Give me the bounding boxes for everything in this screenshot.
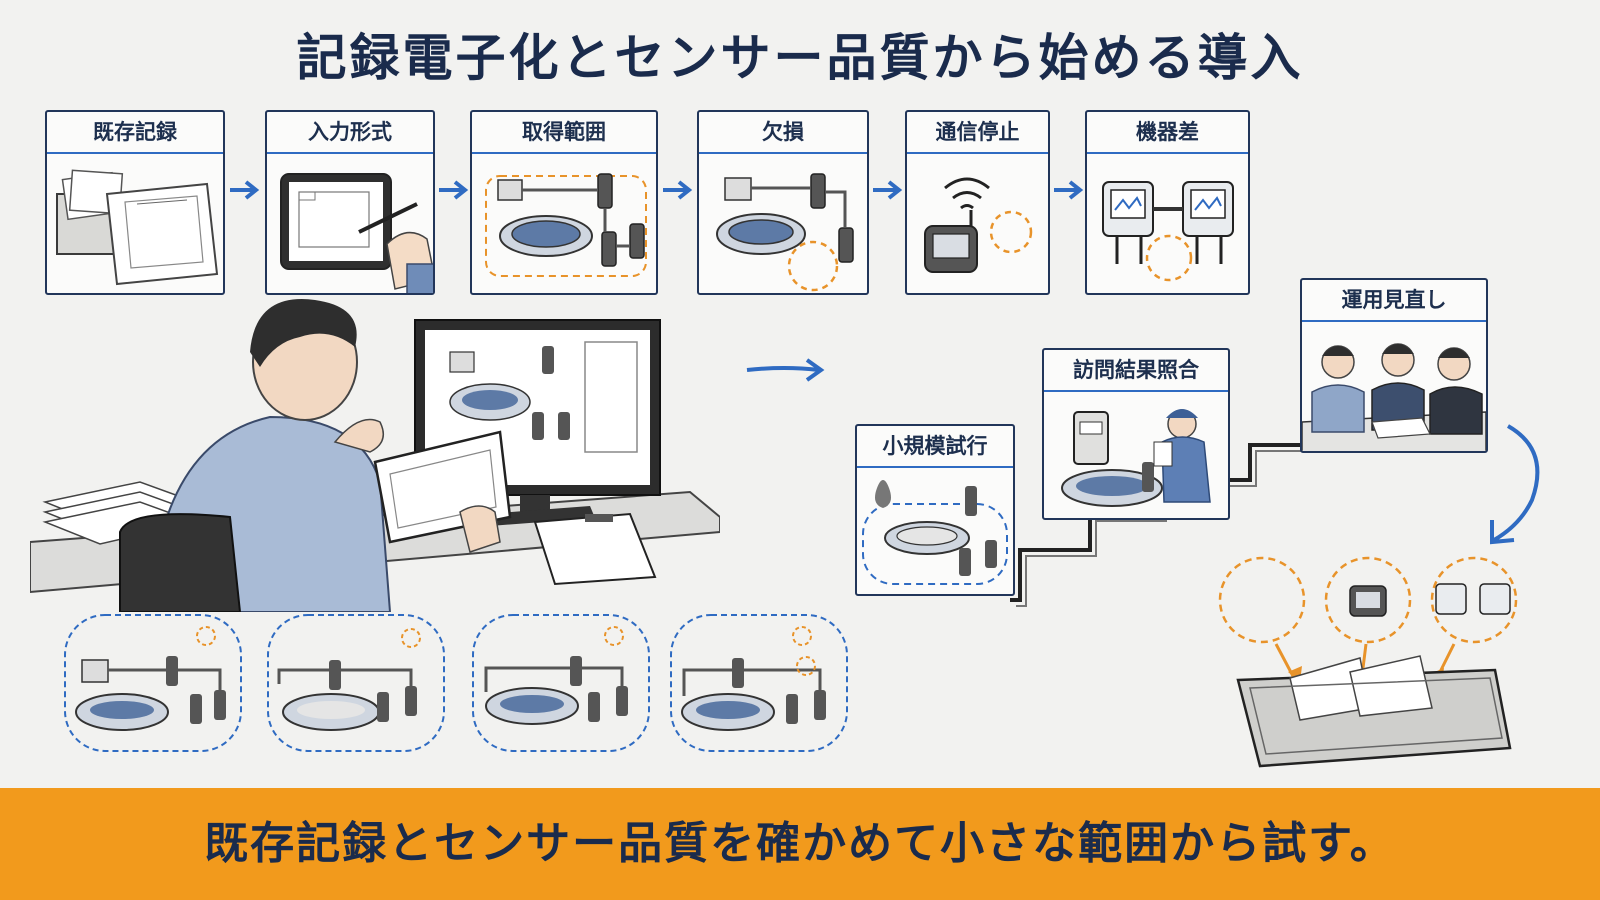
flow-arrow-icon [1054, 180, 1084, 200]
flow-arrow-icon [663, 180, 693, 200]
page-title: 記録電子化とセンサー品質から始める導入 [296, 29, 1304, 87]
plant-variant-3 [470, 612, 652, 754]
step-card-device-difference: 機器差 [1085, 110, 1250, 295]
paper-records-icon [47, 154, 223, 293]
collection-tray-illustration [1218, 556, 1518, 768]
step-label: 通信停止 [907, 112, 1048, 154]
step-card-communication-stop: 通信停止 [905, 110, 1050, 295]
curved-arrow-icon [1490, 424, 1540, 545]
site-visit-check-icon [1044, 392, 1228, 518]
tablet-input-icon [267, 154, 433, 293]
rollout-label: 小規模試行 [857, 426, 1013, 468]
flow-arrow-icon [230, 180, 260, 200]
plant-sensor-range-icon [472, 154, 656, 293]
step-label: 機器差 [1087, 112, 1248, 154]
flow-arrow-icon [746, 358, 825, 382]
step-card-input-format: 入力形式 [265, 110, 435, 295]
rollout-label: 訪問結果照合 [1044, 350, 1228, 392]
plant-variant-2 [265, 612, 447, 754]
device-difference-icon [1087, 154, 1248, 293]
data-gap-icon [699, 154, 867, 293]
summary-banner: 既存記録とセンサー品質を確かめて小さな範囲から試す。 [0, 788, 1600, 900]
step-label: 欠損 [699, 112, 867, 154]
plant-variant-1 [62, 612, 244, 754]
step-label: 既存記録 [47, 112, 223, 154]
plant-variant-4 [668, 612, 850, 754]
summary-text: 既存記録とセンサー品質を確かめて小さな範囲から試す。 [204, 818, 1396, 869]
step-card-missing-data: 欠損 [697, 110, 869, 295]
rollout-card-small-pilot: 小規模試行 [855, 424, 1015, 596]
flow-arrow-icon [873, 180, 903, 200]
rollout-card-operations-review: 運用見直し [1300, 278, 1488, 453]
step-label: 取得範囲 [472, 112, 656, 154]
step-label: 入力形式 [267, 112, 433, 154]
signal-loss-icon [907, 154, 1048, 293]
step-card-acquisition-range: 取得範囲 [470, 110, 658, 295]
rollout-label: 運用見直し [1302, 280, 1486, 322]
worker-at-desk-illustration [30, 292, 720, 612]
small-pilot-icon [857, 468, 1013, 594]
operations-review-icon [1302, 322, 1486, 451]
flow-arrow-icon [439, 180, 469, 200]
rollout-card-visit-result-check: 訪問結果照合 [1042, 348, 1230, 520]
step-card-existing-records: 既存記録 [45, 110, 225, 295]
